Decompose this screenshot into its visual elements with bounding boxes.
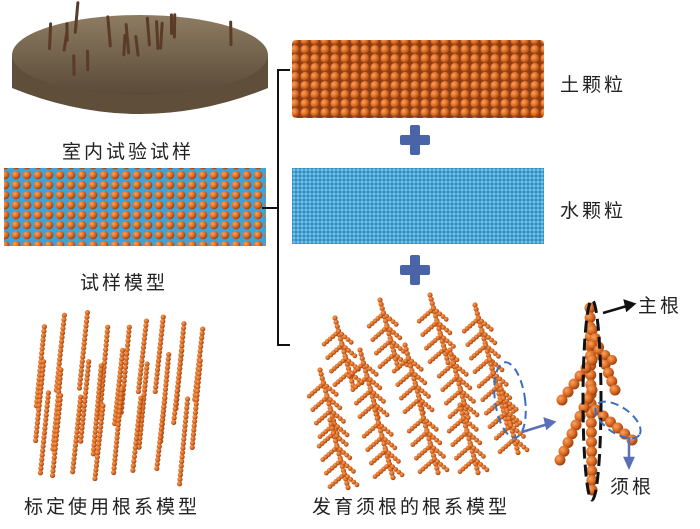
- calibration-root-model-label: 标定使用根系模型: [24, 496, 201, 518]
- water-particles-image: [292, 168, 544, 244]
- fibrous-root-label: 须根: [610, 476, 655, 498]
- specimen-model-label: 试样模型: [80, 272, 169, 294]
- plus-icon: [400, 125, 430, 155]
- soil-particles-label: 土颗粒: [560, 74, 627, 96]
- lab-specimen-photo: [12, 1, 268, 114]
- selected-root-outline: [493, 361, 527, 439]
- main-root-label: 主根: [638, 295, 683, 317]
- soil-particles-image: [292, 40, 544, 118]
- fibrous-root-outline: [594, 400, 642, 440]
- main-root-outline: [581, 298, 603, 502]
- specimen-model-image: [4, 168, 266, 246]
- plus-icon: [400, 255, 430, 285]
- arrow-icon: [521, 417, 635, 471]
- fibrous-root-model-label: 发育须根的根系模型: [312, 496, 511, 518]
- calibration-root-model-image: [32, 310, 206, 487]
- bracket: [262, 69, 290, 346]
- water-particles-label: 水颗粒: [560, 200, 627, 222]
- arrow-icon: [602, 299, 637, 315]
- fibrous-root-model-image: [306, 292, 530, 491]
- enlarged-root-detail: [554, 302, 638, 496]
- lab-specimen-label: 室内试验试样: [62, 141, 195, 163]
